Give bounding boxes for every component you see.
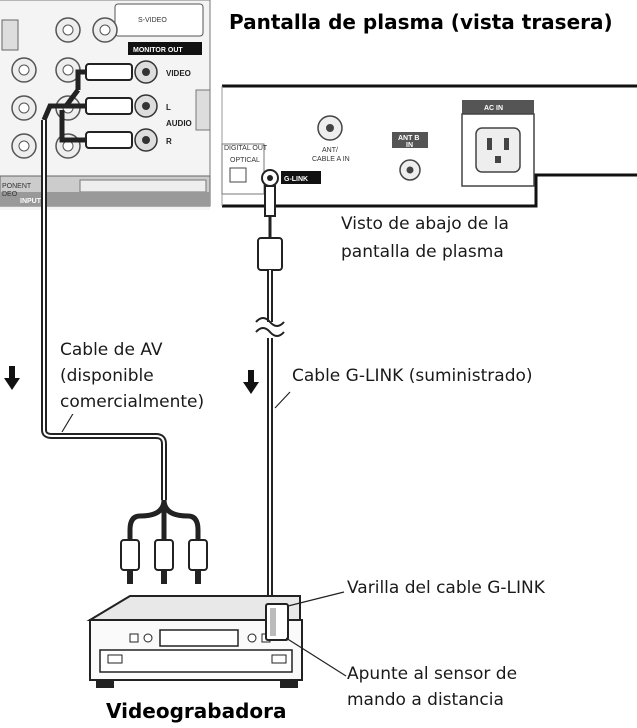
view-from-below-line1: Visto de abajo de la xyxy=(341,212,509,236)
point-sensor-line1: Apunte al sensor de xyxy=(347,662,518,686)
point-sensor-line2: mando a distancia xyxy=(347,688,504,712)
av-terminal-panel: S-VIDEO MONITOR OUT xyxy=(0,0,211,210)
vcr-title: Videograbadora xyxy=(106,699,287,723)
digital-out-label: DIGITAL OUT xyxy=(224,145,268,152)
av-cable-line1: Cable de AV xyxy=(60,338,163,362)
ponent-label: PONENT xyxy=(2,183,32,190)
panel-title: Pantalla de plasma (vista trasera) xyxy=(229,10,613,34)
av-cable-line3: comercialmente) xyxy=(60,390,205,414)
audio-jack-label: AUDIO xyxy=(166,119,192,128)
down-arrow-icon-middle xyxy=(243,370,259,394)
ant-b-label-2: IN xyxy=(406,142,413,149)
g-link-cable xyxy=(255,185,285,604)
ant-b-label-1: ANT B xyxy=(398,135,419,142)
plasma-display-rear: DIGITAL OUT OPTICAL G-LINK ANT/ CABLE A … xyxy=(221,84,637,208)
s-video-label: S-VIDEO xyxy=(138,17,167,24)
down-arrow-icon-left xyxy=(4,366,20,390)
ant-a-label-2: CABLE A IN xyxy=(312,156,350,163)
rca-plugs-top xyxy=(85,63,133,149)
av-cable xyxy=(41,69,208,584)
g-link-jack-label: G-LINK xyxy=(284,176,308,183)
g-link-rod-label: Varilla del cable G-LINK xyxy=(347,576,545,600)
av-cable-line2: (disponible xyxy=(60,364,154,388)
video-jack-label: VIDEO xyxy=(166,69,191,78)
optical-label: OPTICAL xyxy=(230,157,260,164)
ac-in-label: AC IN xyxy=(484,105,503,112)
g-link-rod xyxy=(265,603,289,641)
l-jack-label: L xyxy=(166,103,171,112)
deo-label: DEO xyxy=(2,191,18,198)
monitor-out-label: MONITOR OUT xyxy=(133,47,183,54)
g-link-cable-label: Cable G-LINK (suministrado) xyxy=(292,364,533,388)
left-jack-column xyxy=(1,17,118,159)
vcr-device xyxy=(86,595,303,688)
view-from-below-line2: pantalla de plasma xyxy=(341,240,504,264)
ant-a-label-1: ANT/ xyxy=(322,147,338,154)
r-jack-label: R xyxy=(166,137,172,146)
input2-label: INPUT 2 xyxy=(20,198,47,205)
leader-lines xyxy=(61,391,347,677)
